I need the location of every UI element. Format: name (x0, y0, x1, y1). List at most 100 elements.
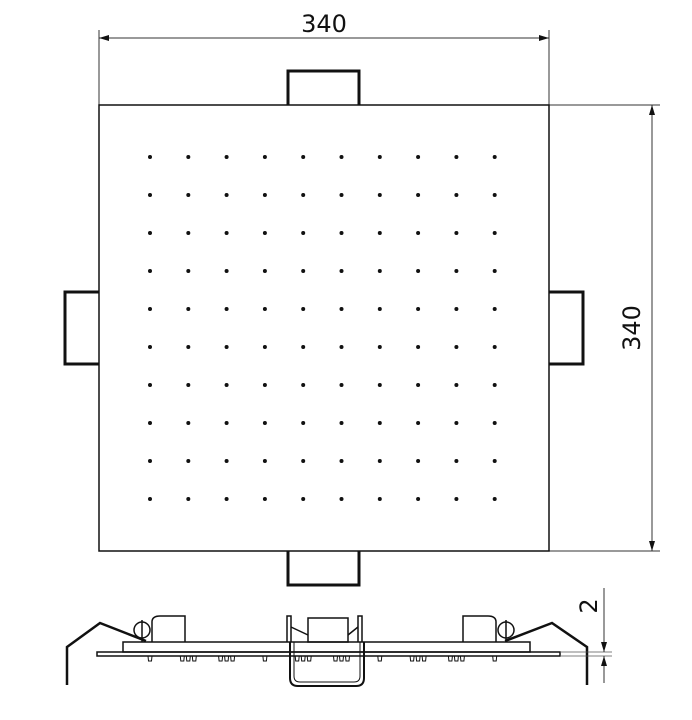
nozzle-dot (224, 383, 229, 387)
nozzle-tooth (262, 655, 268, 662)
nozzle-dot (377, 231, 382, 235)
nozzle-dot (262, 231, 267, 235)
nozzle-dot (377, 155, 382, 159)
nozzle-dot (262, 459, 267, 463)
nozzle-dot (492, 497, 497, 501)
nozzle-dot (224, 497, 229, 501)
mounting-tab-bottom (286, 551, 361, 587)
nozzle-dot (339, 193, 344, 197)
nozzle-dot (224, 231, 229, 235)
nozzle-dot (416, 193, 421, 197)
nozzle-tooth (218, 655, 224, 662)
nozzle-dot (301, 421, 306, 425)
nozzle-dot (224, 421, 229, 425)
nozzle-dot (148, 345, 152, 349)
nozzle-tooth (447, 655, 453, 662)
nozzle-dot (224, 307, 229, 311)
mounting-tab-left (63, 290, 99, 366)
nozzle-dot (339, 345, 344, 349)
nozzle-dot (224, 459, 229, 463)
nozzle-dot (186, 383, 191, 387)
nozzle-dot (339, 269, 344, 273)
nozzle-tooth (492, 655, 498, 662)
nozzle-tooth (191, 655, 197, 662)
nozzle-dot (416, 459, 421, 463)
nozzle-dot (454, 421, 459, 425)
nozzle-dot (148, 459, 152, 463)
nozzle-dot (262, 345, 267, 349)
nozzle-dot (454, 497, 459, 501)
height-dimension: 340 (549, 104, 660, 552)
nozzle-dot (186, 155, 191, 159)
nozzle-dot (301, 269, 306, 273)
nozzle-dot (148, 497, 152, 501)
nozzle-dot (262, 497, 267, 501)
nozzle-tooth (339, 655, 344, 662)
nozzle-dot (186, 307, 191, 311)
center-bracket (286, 615, 365, 687)
nozzle-dot (186, 497, 191, 501)
nozzle-dot (454, 307, 459, 311)
thickness-dimension-label: 2 (575, 598, 603, 613)
nozzle-dot (224, 193, 229, 197)
nozzle-dot (148, 383, 152, 387)
spring-arm-right (504, 621, 589, 685)
nozzle-dot (492, 383, 497, 387)
nozzle-dot (262, 269, 267, 273)
side-view (65, 615, 589, 687)
nozzle-tooth (230, 655, 236, 662)
nozzle-dot (454, 231, 459, 235)
nozzle-dot (339, 497, 344, 501)
nozzle-dot (416, 345, 421, 349)
nozzle-dot (224, 155, 229, 159)
nozzle-tooth (294, 655, 300, 662)
nozzle-dot (454, 193, 459, 197)
nozzle-dot (301, 193, 306, 197)
nozzle-dot (416, 155, 421, 159)
nozzle-dot (377, 307, 382, 311)
nozzle-dot (301, 155, 306, 159)
nozzle-dot (377, 497, 382, 501)
nozzle-dot (416, 231, 421, 235)
nozzle-dot (262, 193, 267, 197)
mounting-tab-right (549, 290, 585, 366)
nozzle-dot (492, 155, 497, 159)
nozzle-dot (339, 155, 344, 159)
nozzle-dot (186, 345, 191, 349)
nozzle-dot (301, 345, 306, 349)
nozzle-dot (377, 345, 382, 349)
nozzle-dot (492, 459, 497, 463)
nozzle-dot (301, 383, 306, 387)
nozzle-dot (186, 231, 191, 235)
nozzle-dot (339, 383, 344, 387)
nozzle-tooth (415, 655, 421, 662)
nozzle-dot (377, 269, 382, 273)
nozzle-tooth (224, 655, 230, 662)
nozzle-dot (148, 231, 152, 235)
nozzle-dot (416, 269, 421, 273)
nozzle-dot (339, 307, 344, 311)
nozzle-dot (492, 231, 497, 235)
width-dimension-label: 340 (301, 10, 347, 38)
thickness-dimension: 2 (560, 588, 612, 683)
nozzle-dot (492, 269, 497, 273)
nozzle-dot (262, 421, 267, 425)
nozzle-dot (454, 459, 459, 463)
clip-left (133, 615, 186, 642)
nozzle-dot (186, 193, 191, 197)
nozzle-dot (454, 345, 459, 349)
side-board (122, 641, 531, 653)
nozzle-tooth (306, 655, 312, 662)
nozzle-dot (262, 307, 267, 311)
nozzle-tooth (345, 655, 350, 662)
nozzle-dot (377, 421, 382, 425)
nozzle-dot (301, 459, 306, 463)
shower-plate (98, 104, 550, 552)
nozzle-dot (339, 459, 344, 463)
nozzle-dot (339, 231, 344, 235)
nozzle-tooth (300, 655, 306, 662)
nozzle-dot (186, 421, 191, 425)
nozzle-dot (262, 383, 267, 387)
